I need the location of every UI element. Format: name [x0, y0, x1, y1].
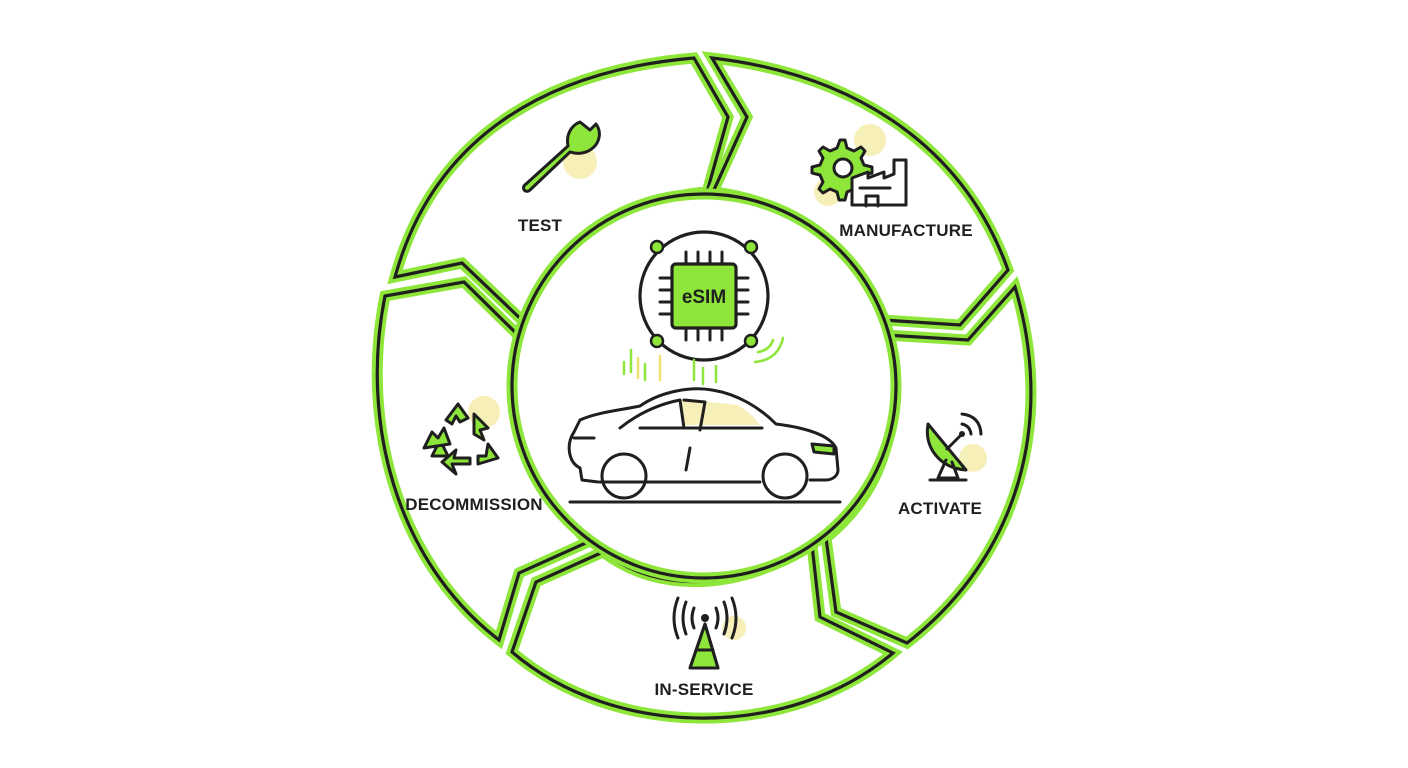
stage-in-service-label: IN-SERVICE: [655, 680, 754, 699]
esim-chip-icon: eSIM: [640, 232, 768, 360]
stage-decommission-label: DECOMMISSION: [405, 495, 542, 514]
stage-test-label: TEST: [518, 216, 563, 235]
stage-manufacture-label: MANUFACTURE: [839, 221, 972, 240]
stage-activate-label: ACTIVATE: [898, 499, 982, 518]
esim-chip-label: eSIM: [682, 287, 726, 308]
